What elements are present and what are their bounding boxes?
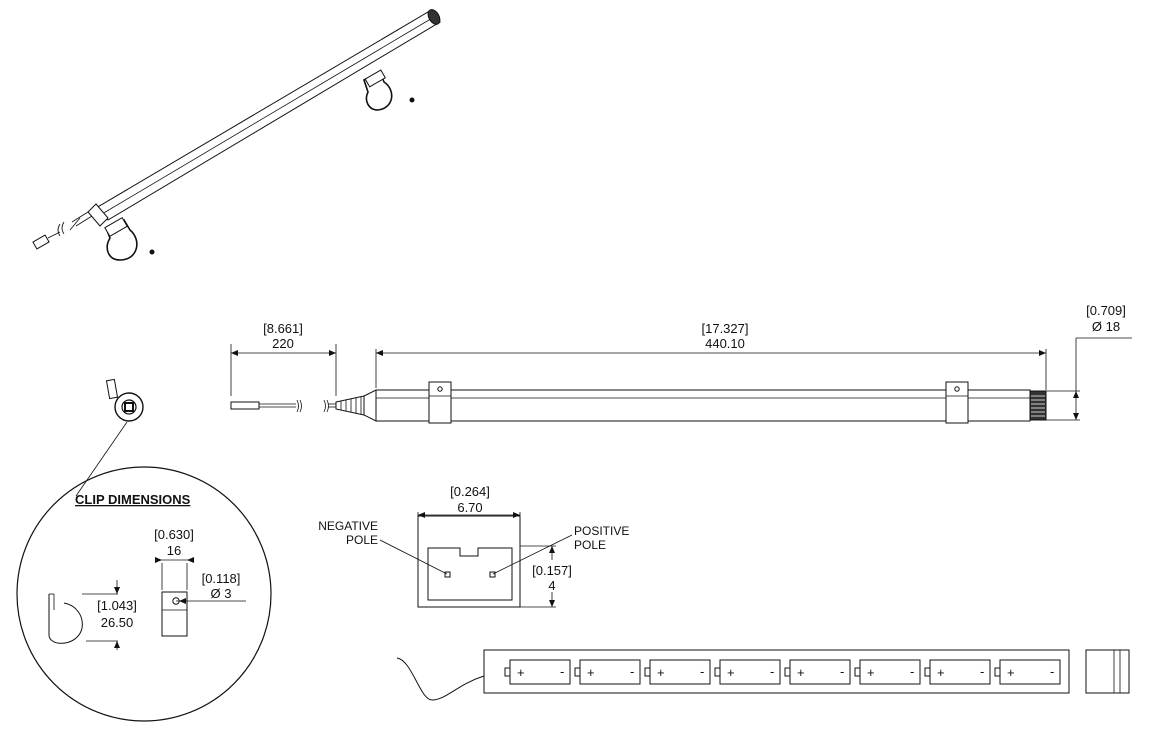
battery-cell: +- [994, 659, 1061, 685]
battery-cell: +- [574, 659, 641, 685]
detail-circle [16, 466, 272, 722]
hole-dia-mm: Ø 3 [211, 586, 232, 601]
cell-minus-label: - [630, 664, 634, 679]
body-length-in: [17.327] [702, 321, 749, 336]
cell-plus-label: + [797, 665, 805, 680]
end-cap [1029, 390, 1047, 421]
body-clip-left [428, 381, 452, 424]
clip-height-mm: 26.50 [101, 615, 134, 630]
clip-width-mm: 16 [167, 543, 181, 558]
cell-plus-label: + [937, 665, 945, 680]
cell-minus-label: - [770, 664, 774, 679]
cell-minus-label: - [560, 664, 564, 679]
negative-pole-label-1: NEGATIVE [318, 519, 378, 533]
clip-height-in: [1.043] [97, 598, 137, 613]
battery-cell: +- [924, 659, 991, 685]
tube-body [375, 389, 1031, 422]
cell-minus-label: - [700, 664, 704, 679]
connector-face: [0.264] 6.70 [0.157] 4 NEGATIVE POLE POS… [318, 484, 629, 608]
battery-cell: +- [714, 659, 781, 685]
connector-height-mm: 4 [548, 578, 555, 593]
battery-cell: +- [854, 659, 921, 685]
connector-width-in: [0.264] [450, 484, 490, 499]
body-clip-right [945, 381, 969, 424]
connector-outer [417, 515, 521, 608]
side-view: [8.661] 220 [17.327] 440.10 [230, 303, 1132, 424]
battery-cell: +- [784, 659, 851, 685]
cell-plus-label: + [867, 665, 875, 680]
cell-minus-label: - [910, 664, 914, 679]
plug [230, 401, 260, 410]
clip-width-in: [0.630] [154, 527, 194, 542]
cell-plus-label: + [1007, 665, 1015, 680]
positive-pole-label-1: POSITIVE [574, 524, 629, 538]
cell-plus-label: + [587, 665, 595, 680]
battery-cell: +- [644, 659, 711, 685]
cell-minus-label: - [980, 664, 984, 679]
cell-plus-label: + [517, 665, 525, 680]
cell-plus-label: + [727, 665, 735, 680]
battery-pack: +-+-+-+-+-+-+-+- [396, 649, 1130, 701]
cell-plus-label: + [657, 665, 665, 680]
negative-pole-label-2: POLE [346, 533, 378, 547]
isometric-view [32, 9, 441, 261]
positive-pole-label-2: POLE [574, 538, 606, 552]
connector-height-in: [0.157] [532, 563, 572, 578]
hole-dia-in: [0.118] [202, 571, 241, 586]
cable-length-mm: 220 [272, 336, 294, 351]
cell-minus-label: - [1050, 664, 1054, 679]
cell-minus-label: - [840, 664, 844, 679]
connector-width-mm: 6.70 [457, 500, 482, 515]
body-length-mm: 440.10 [705, 336, 745, 351]
diameter-mm: Ø 18 [1092, 319, 1120, 334]
diameter-in: [0.709] [1086, 303, 1126, 318]
battery-end-view [1085, 649, 1130, 694]
cable-length-in: [8.661] [263, 321, 303, 336]
clip-dimensions-title: CLIP DIMENSIONS [75, 492, 191, 507]
clip-detail: CLIP DIMENSIONS [1.043] 26.50 [0.630] 16… [16, 378, 272, 722]
battery-cell: +- [504, 659, 571, 685]
